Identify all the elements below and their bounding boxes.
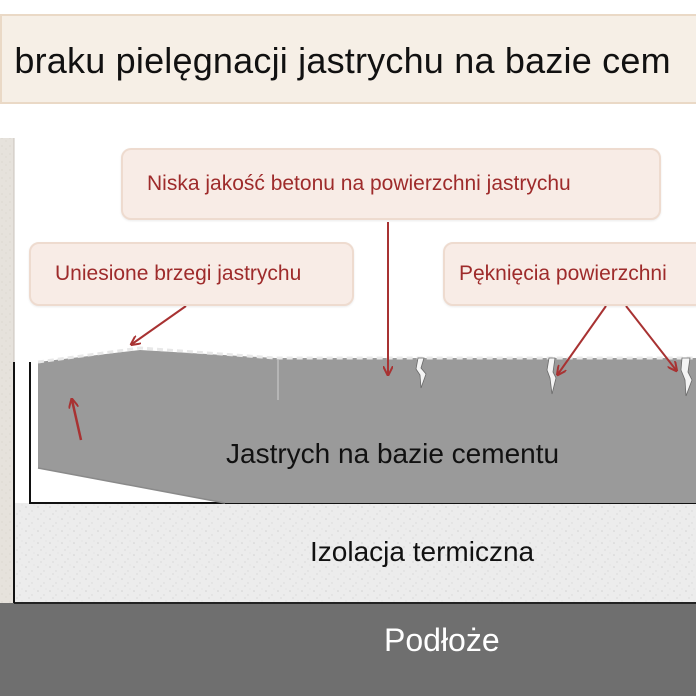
wall [0,138,14,608]
substrate-layer [0,603,696,696]
callout-raised-edges: Uniesione brzegi jastrychu [29,242,354,306]
screed-label: Jastrych na bazie cementu [226,438,560,469]
title-banner: i braku pielęgnacji jastrychu na bazie c… [0,14,696,104]
surface-cracks [415,357,693,397]
arrow-crack-1 [558,305,607,374]
screed-layer [38,350,696,503]
lift-arrow [72,400,83,441]
callout-surface-cracks-label: Pęknięcia powierzchni [459,262,667,285]
screed-surface-line [37,346,696,364]
arrow-edges [132,305,187,344]
callout-surface-quality: Niska jakość betonu na powierzchni jastr… [121,148,661,220]
crack [415,357,427,389]
substrate-label: Podłoże [384,622,500,658]
callout-surface-cracks: Pęknięcia powierzchni [443,242,696,306]
insulation-layer [14,503,696,603]
arrow-crack-2 [625,305,676,370]
callout-arrows [132,222,676,374]
insulation-label: Izolacja termiczna [310,536,535,567]
crack [546,357,557,395]
callout-raised-edges-label: Uniesione brzegi jastrychu [55,262,302,285]
page-title: i braku pielęgnacji jastrychu na bazie c… [0,40,671,81]
crack [680,357,693,397]
callout-surface-quality-label: Niska jakość betonu na powierzchni jastr… [147,172,571,195]
